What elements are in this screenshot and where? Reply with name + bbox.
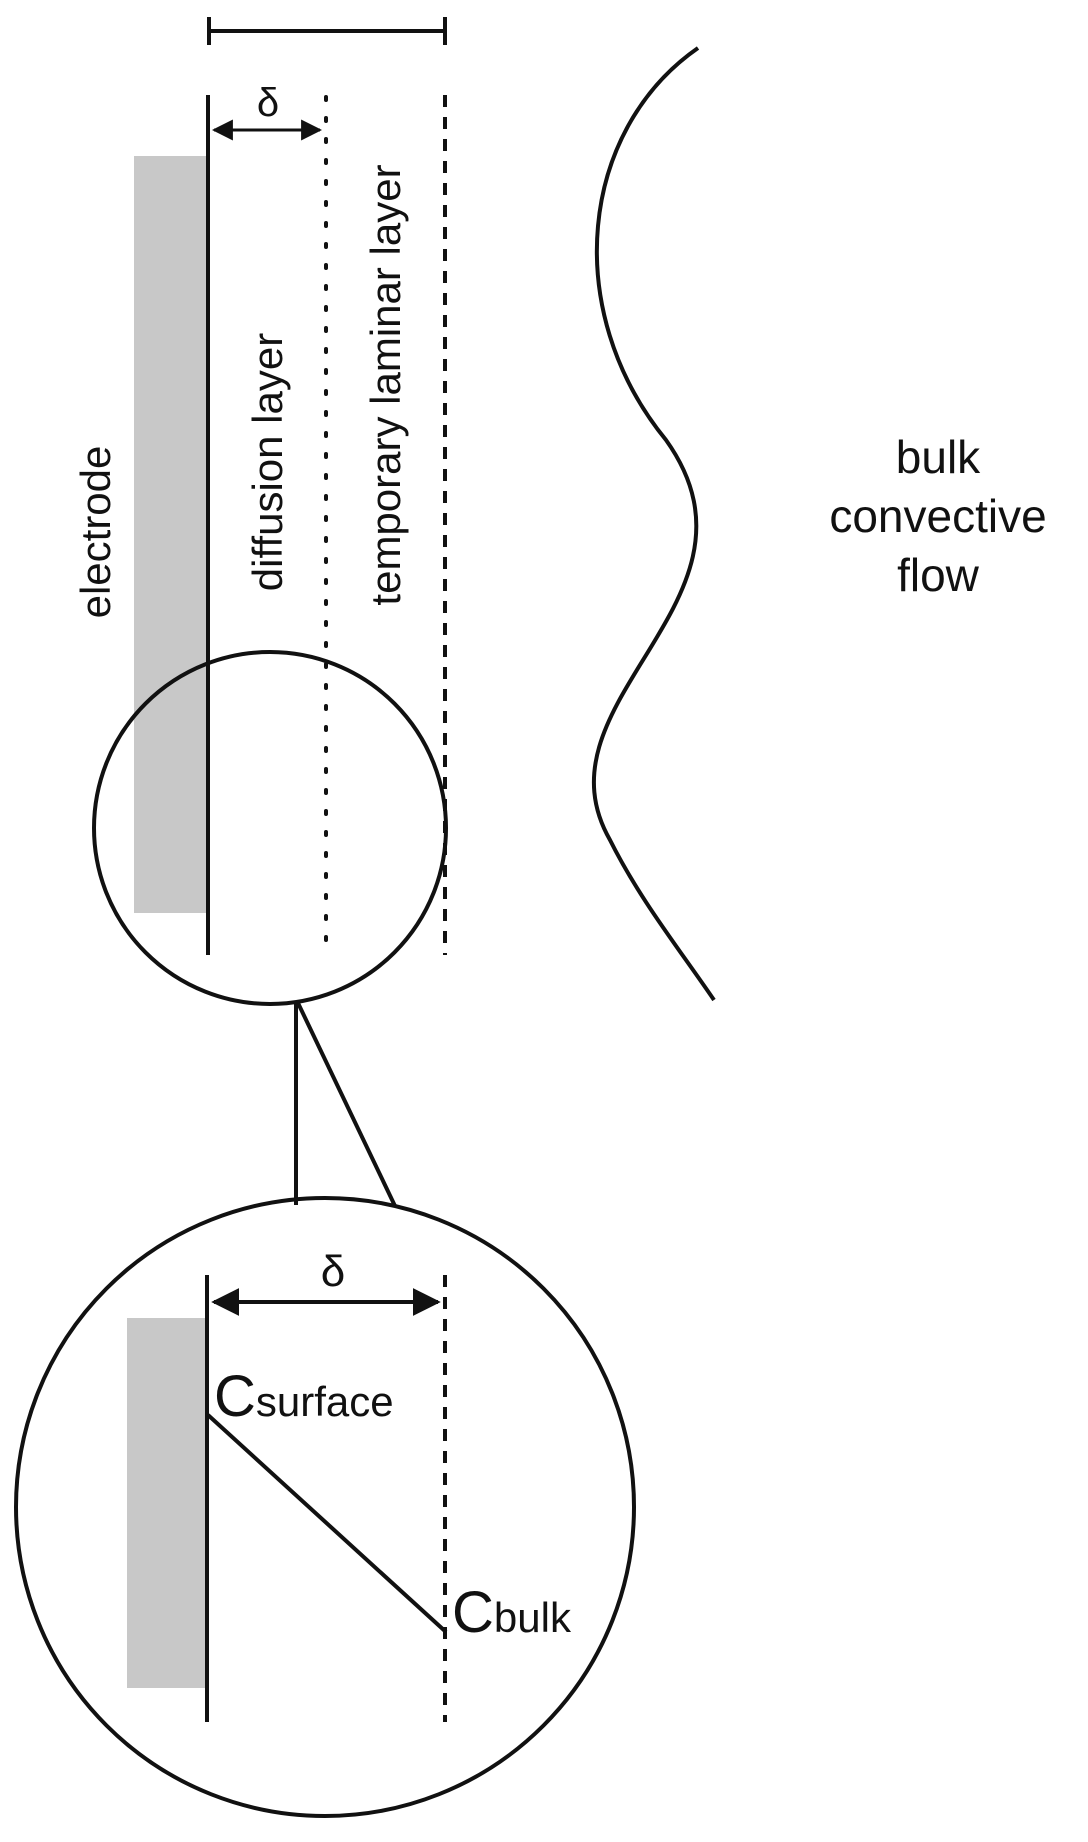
- delta-label-top: δ: [257, 81, 279, 125]
- svg-text:flow: flow: [897, 549, 980, 601]
- magnifier-circle-small: [92, 650, 448, 1006]
- bulk-flow-wave: [591, 46, 716, 1002]
- c-bulk-label: Cbulk: [452, 1580, 572, 1645]
- svg-text:convective: convective: [829, 490, 1046, 542]
- zoom-connector-right: [296, 1002, 397, 1207]
- concentration-gradient-line: [206, 1413, 448, 1634]
- zoom-electrode-block: [127, 1318, 207, 1688]
- svg-text:bulk: bulk: [896, 431, 981, 483]
- delta-label-zoom: δ: [321, 1247, 346, 1296]
- diffusion-layer-label: diffusion layer: [244, 333, 291, 591]
- zoom-circle-large: [14, 1196, 636, 1818]
- electrode-block: [134, 156, 208, 913]
- laminar-layer-label: temporary laminar layer: [362, 164, 409, 605]
- electrode-label: electrode: [72, 446, 119, 619]
- bulk-flow-label: bulk convective flow: [829, 431, 1046, 601]
- c-surface-label: Csurface: [214, 1364, 394, 1429]
- top-scale-bar: [207, 17, 447, 45]
